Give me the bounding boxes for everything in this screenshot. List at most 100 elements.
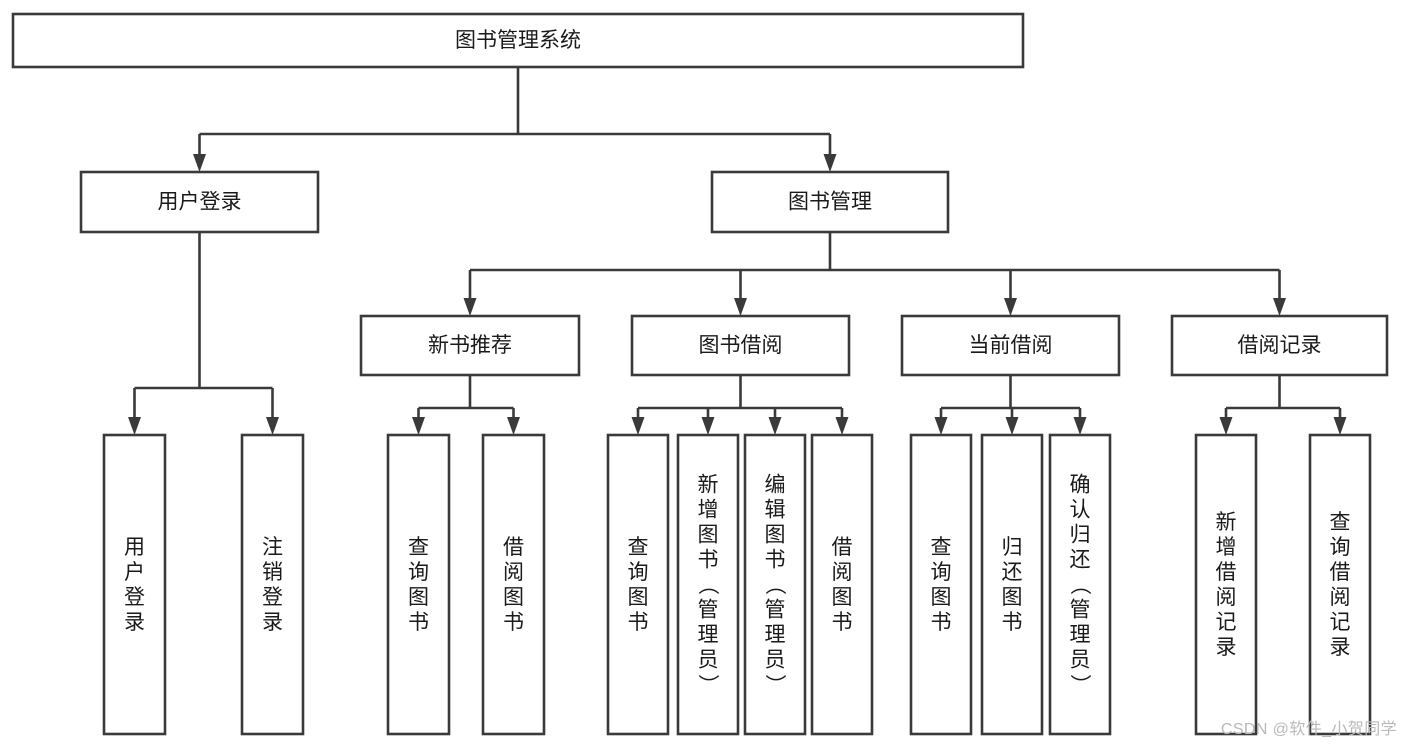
node-new-book-rec[interactable]: 新书推荐 (359, 314, 581, 377)
node-book-manage[interactable]: 图书管理 (710, 170, 950, 234)
node-label-char: 员 (765, 649, 786, 672)
node-label-char: 书 (628, 611, 649, 634)
connector-group-current-borrow (934, 375, 1087, 435)
node-box[interactable] (909, 433, 973, 736)
arrow-head-icon (1073, 417, 1087, 435)
node-label: 当前借阅 (969, 334, 1053, 357)
node-label-char: 图 (698, 524, 719, 547)
node-box[interactable] (102, 433, 167, 736)
arrow-head-icon (507, 417, 520, 435)
node-box[interactable] (1194, 433, 1258, 736)
node-box[interactable] (481, 433, 546, 736)
arrow-head-icon (1273, 298, 1286, 316)
node-label-char: 图 (408, 586, 429, 609)
node-root[interactable]: 图书管理系统 (11, 12, 1025, 69)
node-label-char: 员 (1070, 649, 1091, 672)
node-label: 图书借阅 (699, 334, 783, 357)
node-label-char: 借 (1330, 561, 1351, 584)
connector-group-book-manage (463, 232, 1286, 316)
node-label-char: ） (763, 674, 786, 695)
node-label-char: ） (696, 674, 719, 695)
node-label-char: 辑 (765, 499, 786, 522)
arrow-head-icon (1219, 417, 1233, 435)
node-label-char: 登 (262, 586, 283, 609)
node-label: 用户登录 (158, 191, 242, 214)
node-user-login[interactable]: 用户登录 (79, 170, 320, 234)
node-box[interactable] (743, 433, 807, 736)
node-box[interactable] (79, 170, 320, 234)
node-leaf-user-login[interactable]: 用户登录 (102, 433, 167, 736)
node-label-char: 认 (1070, 499, 1091, 522)
node-label-char: 借 (1216, 561, 1237, 584)
connector-group-root (193, 67, 837, 172)
node-label-char: 查 (931, 536, 952, 559)
node-label-char: 理 (765, 624, 786, 647)
node-label-char: 询 (408, 561, 429, 584)
node-label-char: 注 (262, 536, 283, 559)
node-label-char: 询 (628, 561, 649, 584)
node-label-char: 阅 (1330, 586, 1351, 609)
node-box[interactable] (900, 314, 1121, 377)
node-box[interactable] (240, 433, 305, 736)
node-label-char: 查 (1330, 511, 1351, 534)
node-label-char: 书 (503, 611, 524, 634)
connector-group-book-borrow (631, 375, 849, 435)
node-box[interactable] (980, 433, 1044, 736)
node-box[interactable] (606, 433, 670, 736)
node-label-char: 员 (698, 649, 719, 672)
node-book-borrow[interactable]: 图书借阅 (630, 314, 851, 377)
arrow-head-icon (701, 417, 715, 435)
node-label-char: 查 (408, 536, 429, 559)
node-box[interactable] (630, 314, 851, 377)
arrow-head-icon (1005, 417, 1019, 435)
connector-group-borrow-record (1219, 375, 1347, 435)
node-label-char: 借 (503, 536, 524, 559)
node-label-char: 还 (1002, 561, 1023, 584)
node-label-char: 管 (1070, 599, 1091, 622)
node-label-char: 阅 (1216, 586, 1237, 609)
node-label-char: 还 (1070, 549, 1091, 572)
node-label-char: 录 (262, 611, 283, 634)
node-label-char: 记 (1330, 611, 1351, 634)
node-layer: 图书管理系统用户登录图书管理新书推荐图书借阅当前借阅借阅记录用户登录注销登录查询… (11, 12, 1389, 736)
node-label-char: 登 (124, 586, 145, 609)
node-box[interactable] (676, 433, 740, 736)
arrow-head-icon (934, 417, 948, 435)
node-label-char: ） (1068, 674, 1091, 695)
node-box[interactable] (810, 433, 874, 736)
node-box[interactable] (359, 314, 581, 377)
node-box[interactable] (1170, 314, 1389, 377)
node-borrow-record[interactable]: 借阅记录 (1170, 314, 1389, 377)
node-label-char: 图 (832, 586, 853, 609)
node-label: 借阅记录 (1238, 334, 1322, 357)
node-label-char: 书 (931, 611, 952, 634)
node-label: 图书管理 (788, 191, 872, 214)
node-box[interactable] (386, 433, 451, 736)
node-label-char: 图 (765, 524, 786, 547)
node-box[interactable] (11, 12, 1025, 69)
node-label-char: 管 (765, 599, 786, 622)
node-label-char: 阅 (503, 561, 524, 584)
arrow-head-icon (463, 298, 477, 316)
arrow-head-icon (128, 417, 141, 435)
node-box[interactable] (1048, 433, 1112, 736)
node-box[interactable] (1308, 433, 1372, 736)
node-current-borrow[interactable]: 当前借阅 (900, 314, 1121, 377)
node-label-char: 借 (832, 536, 853, 559)
node-box[interactable] (710, 170, 950, 234)
node-label-char: 书 (1002, 611, 1023, 634)
